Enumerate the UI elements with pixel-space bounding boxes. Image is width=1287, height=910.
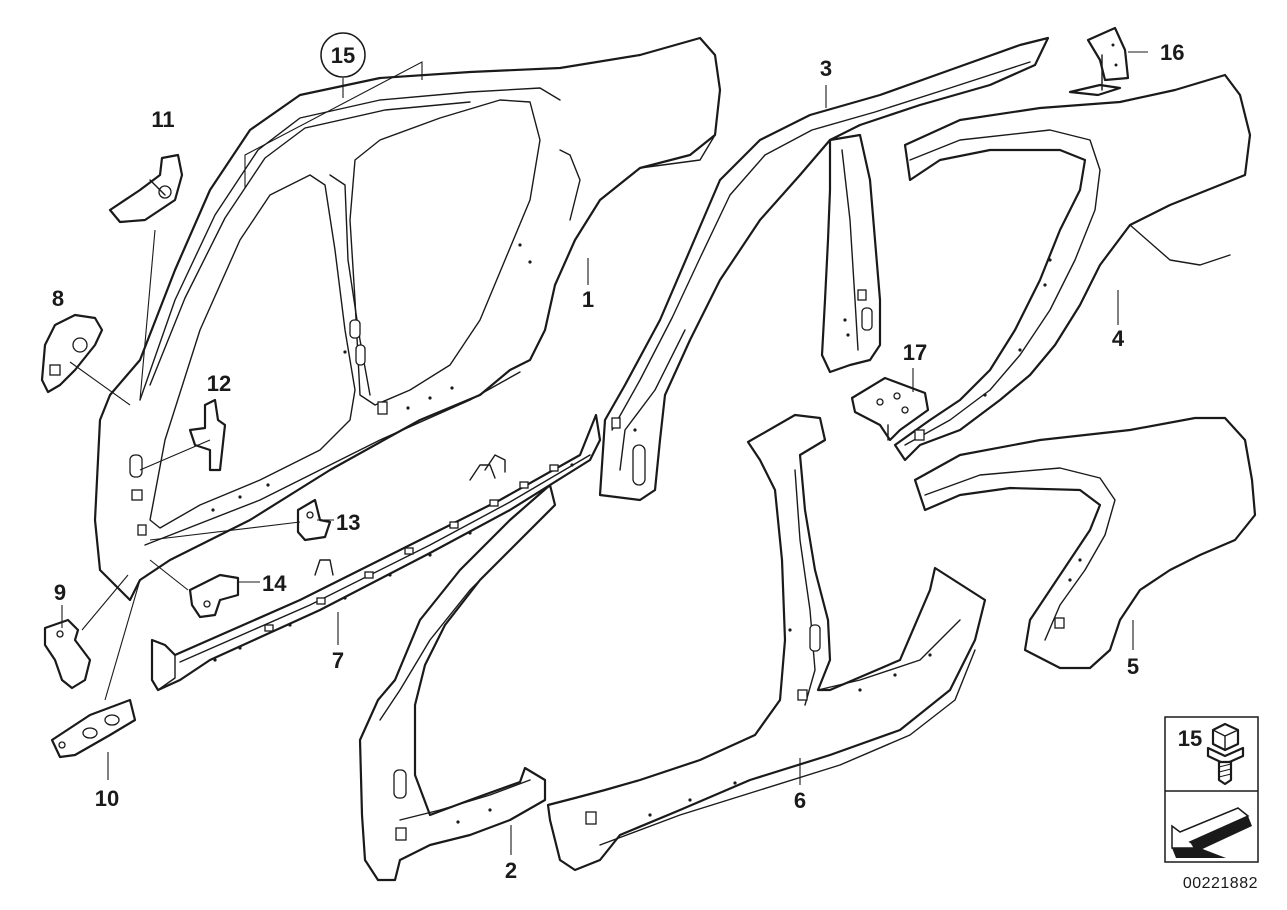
part-6-sill-and-b-pillar bbox=[546, 413, 987, 872]
part-2-front-pillar-sill bbox=[358, 483, 557, 882]
callout-16: 16 bbox=[1160, 40, 1184, 65]
callout-12: 12 bbox=[207, 371, 231, 396]
callout-14: 14 bbox=[262, 571, 287, 596]
bolt-icon bbox=[1206, 722, 1245, 786]
part-9-bracket bbox=[43, 618, 92, 690]
callout-4: 4 bbox=[1112, 326, 1125, 351]
callout-7: 7 bbox=[332, 648, 344, 673]
part-12-bracket bbox=[188, 398, 227, 472]
group-bracket-15 bbox=[244, 61, 423, 188]
b-pillar-inner bbox=[820, 133, 882, 374]
part-16-bracket bbox=[1068, 26, 1130, 97]
part-3-inner-side-frame bbox=[598, 36, 1050, 502]
legend-callout-15: 15 bbox=[1178, 726, 1202, 751]
callout-17: 17 bbox=[903, 340, 927, 365]
part-17-bracket bbox=[850, 376, 930, 442]
callout-3: 3 bbox=[820, 56, 832, 81]
callout-9: 9 bbox=[54, 580, 66, 605]
callout-10: 10 bbox=[95, 786, 119, 811]
callout-5: 5 bbox=[1127, 654, 1139, 679]
callout-13: 13 bbox=[336, 510, 360, 535]
diagram-reference-number: 00221882 bbox=[1183, 875, 1258, 892]
part-13-bracket bbox=[296, 498, 332, 542]
leader-lines bbox=[61, 51, 1148, 855]
callout-11: 11 bbox=[151, 107, 174, 132]
part-7-rocker-reinforcement bbox=[150, 413, 602, 692]
callout-15-circle bbox=[320, 32, 366, 78]
callout-6: 6 bbox=[794, 788, 806, 813]
direction-arrow-icon bbox=[1171, 807, 1252, 858]
callout-1: 1 bbox=[582, 287, 594, 312]
part-1-side-frame bbox=[93, 36, 722, 602]
part-11-bracket bbox=[108, 153, 184, 224]
legend-box: 15 bbox=[1164, 716, 1259, 863]
part-14-bracket bbox=[188, 573, 240, 619]
part-4-rear-side-panel bbox=[893, 73, 1252, 462]
part-8-bracket bbox=[40, 313, 104, 394]
callout-labels: 15 1 2 3 4 5 6 7 8 9 10 11 12 13 14 16 1… bbox=[52, 32, 1184, 883]
part-5-rear-side-panel bbox=[913, 416, 1257, 670]
part-10-bracket bbox=[50, 698, 137, 759]
callout-8: 8 bbox=[52, 286, 64, 311]
callout-15: 15 bbox=[331, 43, 355, 68]
callout-2: 2 bbox=[505, 858, 517, 883]
